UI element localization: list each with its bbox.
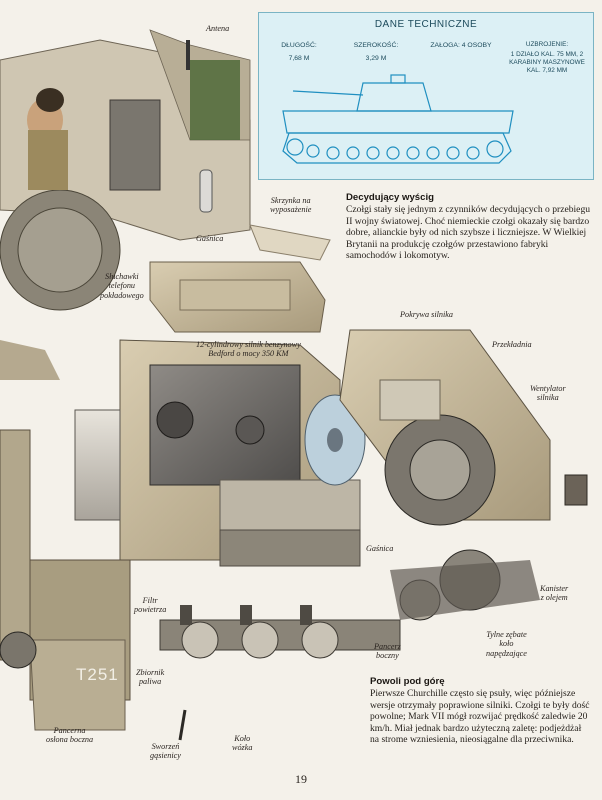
callout-extinguisher-top: Gaśnica (196, 234, 224, 243)
spec-armament: UZBROJENIE: 1 DZIAŁO KAL. 75 MM, 2 KARAB… (505, 41, 589, 75)
spec-width-label: SZEROKOŚĆ: (353, 42, 399, 49)
engine-block (119, 339, 361, 567)
hull-marking: T251 (76, 665, 119, 684)
callout-extinguisher-mid: Gaśnica (366, 544, 394, 553)
spec-length-label: DŁUGOŚĆ: (281, 42, 317, 49)
callout-stowage-box: Skrzynka na wyposażenie (270, 196, 312, 215)
callout-fuel-tank: Zbiornik paliwa (136, 668, 165, 687)
gearbox-assembly (339, 329, 588, 526)
callout-gearbox: Przekładnia (492, 340, 532, 349)
callout-rear-sprocket: Tylne zębate koło napędzające (486, 630, 527, 658)
tank-blueprint-drawing (282, 74, 514, 164)
article-race-title: Decydujący wyścig (346, 192, 434, 203)
spec-armament-value: 1 DZIAŁO KAL. 75 MM, 2 KARABINY MASZYNOW… (509, 51, 585, 74)
article-race-body: Czołgi stały się jednym z czynników decy… (346, 204, 591, 262)
specs-title: DANE TECHNICZNE (374, 19, 478, 30)
callout-air-filter: Filtr powietrza (134, 596, 167, 615)
engine-fan (304, 394, 366, 486)
article-uphill-body: Pierwsze Churchille często się psuły, wi… (370, 688, 590, 746)
callout-engine-cover: Pokrywa silnika (400, 310, 453, 319)
callout-engine: 12-cylindrowy silnik benzynowy Bedford o… (196, 340, 301, 359)
turret-interior (0, 29, 251, 380)
callout-headphones: Słuchawki telefonu pokładowego (100, 272, 144, 300)
page-number: 19 (295, 772, 307, 786)
engine-cover-plate (149, 224, 331, 333)
spec-width-value: 3,29 M (365, 55, 387, 62)
spec-length: DŁUGOŚĆ: 7,68 M (269, 41, 329, 63)
spec-armament-label: UZBROJENIE: (525, 41, 569, 48)
spec-width: SZEROKOŚĆ: 3,29 M (341, 41, 411, 63)
left-hull (0, 409, 131, 731)
callout-oil-canister: Kanister z olejem (540, 584, 569, 603)
article-decisive-race: Decydujący wyścig Czołgi stały się jedny… (346, 192, 596, 261)
callout-track-pin: Sworzeń gąsienicy (150, 742, 181, 761)
callout-antenna: Antena (206, 24, 230, 33)
spec-length-value: 7,68 M (288, 55, 310, 62)
rear-sprocket (390, 549, 540, 621)
callout-engine-fan: Wentylator silnika (530, 384, 566, 403)
article-slow-uphill: Powoli pod górę Pierwsze Churchille częs… (370, 676, 592, 745)
technical-specs-panel: DANE TECHNICZNE DŁUGOŚĆ: 7,68 M SZEROKOŚ… (258, 12, 594, 180)
callout-road-wheel: Koło wózka (232, 734, 253, 753)
article-uphill-title: Powoli pod górę (370, 676, 445, 687)
callout-side-skirt: Pancerna osłona boczna (46, 726, 94, 745)
suspension-tracks (159, 605, 401, 659)
spec-crew-label: ZAŁOGA: 4 OSOBY (430, 42, 492, 49)
track-pin (178, 709, 187, 741)
spec-crew: ZAŁOGA: 4 OSOBY (421, 41, 501, 50)
callout-side-armor: Pancerz boczny (374, 642, 401, 661)
